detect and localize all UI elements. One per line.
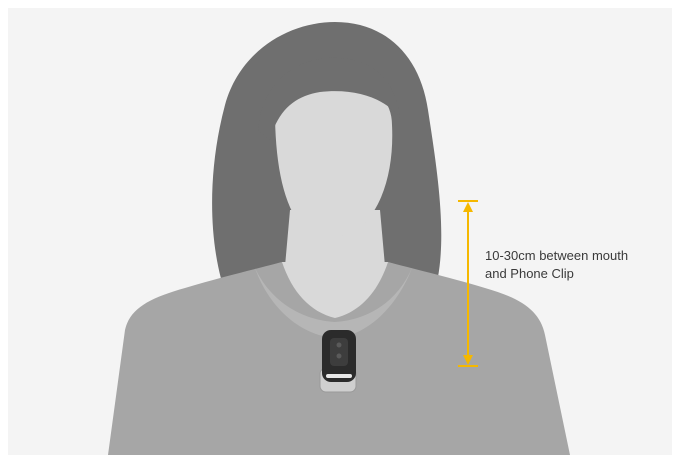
caption-line-1: 10-30cm between mouth [485,247,665,265]
caption-line-2: and Phone Clip [485,265,665,283]
distance-caption: 10-30cm between mouth and Phone Clip [485,247,665,283]
device-button [337,343,342,348]
device-button [337,354,342,359]
device-logo-strip [326,374,352,378]
phone-clip-device-icon [320,330,356,392]
device-panel [330,338,348,366]
